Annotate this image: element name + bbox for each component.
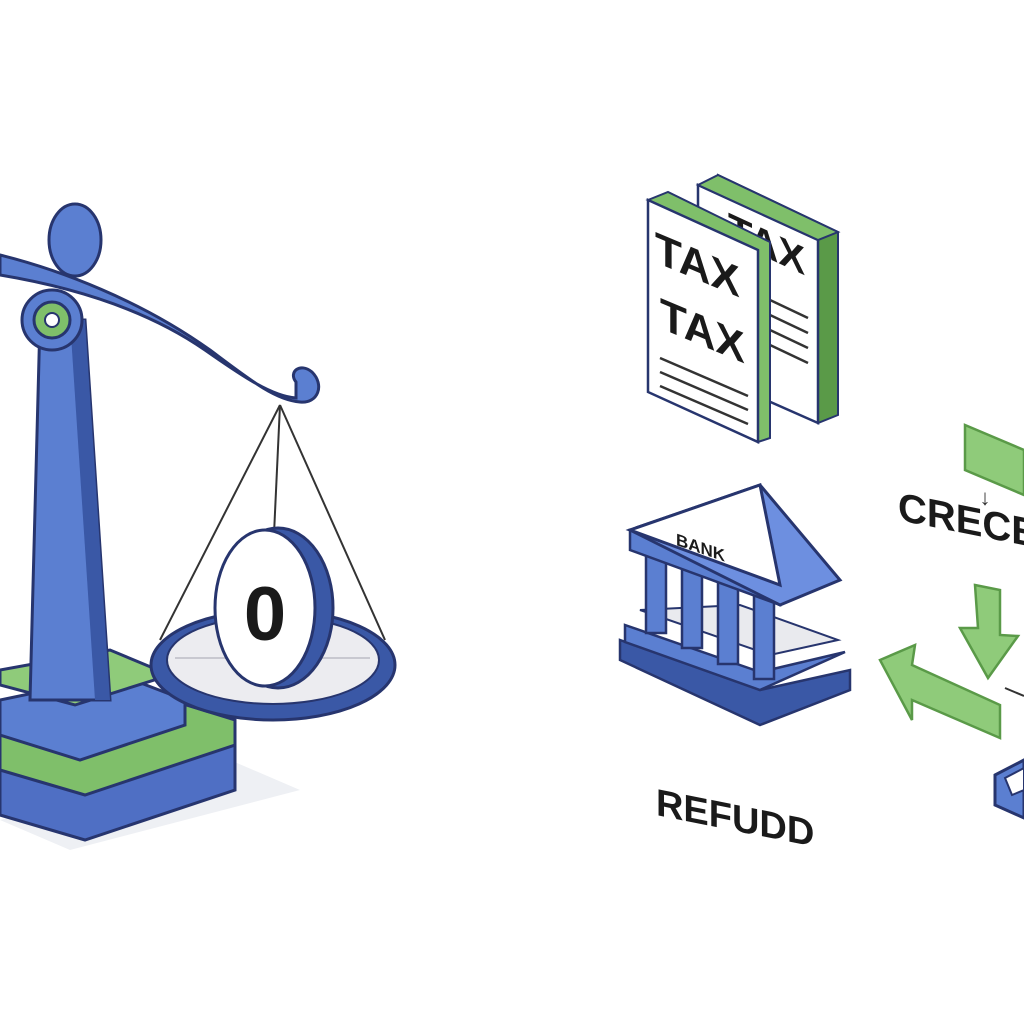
refund-label: REFUDD	[656, 781, 814, 855]
flow-bar-icon	[963, 423, 1024, 497]
tax-document-icon: TAX TAX TAX	[645, 173, 841, 444]
scale-pivot-hole	[44, 312, 60, 328]
scale-pillar-shade	[70, 320, 110, 700]
document-front-lines	[659, 356, 749, 426]
coin-label: 0	[244, 572, 286, 657]
document-back-lines	[769, 298, 809, 365]
down-arrow-icon	[957, 583, 1021, 681]
bank-columns	[644, 553, 776, 681]
bank-pediment	[625, 483, 782, 588]
coin-face	[213, 528, 317, 688]
document-front-sheet	[646, 198, 760, 444]
scale-finial	[47, 202, 103, 278]
flow-dash	[1004, 687, 1024, 697]
process-flow: ↓ CRECES	[878, 423, 1024, 820]
scale-string-right	[279, 404, 386, 641]
bank-building-icon: BANK	[618, 483, 852, 727]
left-arrow-icon	[878, 642, 1002, 740]
scale-string-left	[159, 404, 281, 641]
scale-beam	[0, 253, 321, 404]
document-back-edge	[695, 173, 841, 242]
partial-object-face	[1003, 766, 1024, 797]
document-front: TAX TAX	[645, 190, 771, 444]
process-label: CRECES	[898, 483, 1024, 562]
balance-scale-icon: 0	[0, 202, 397, 850]
small-arrow-icon: ↓	[980, 485, 991, 510]
coin-icon: 0	[213, 526, 335, 690]
